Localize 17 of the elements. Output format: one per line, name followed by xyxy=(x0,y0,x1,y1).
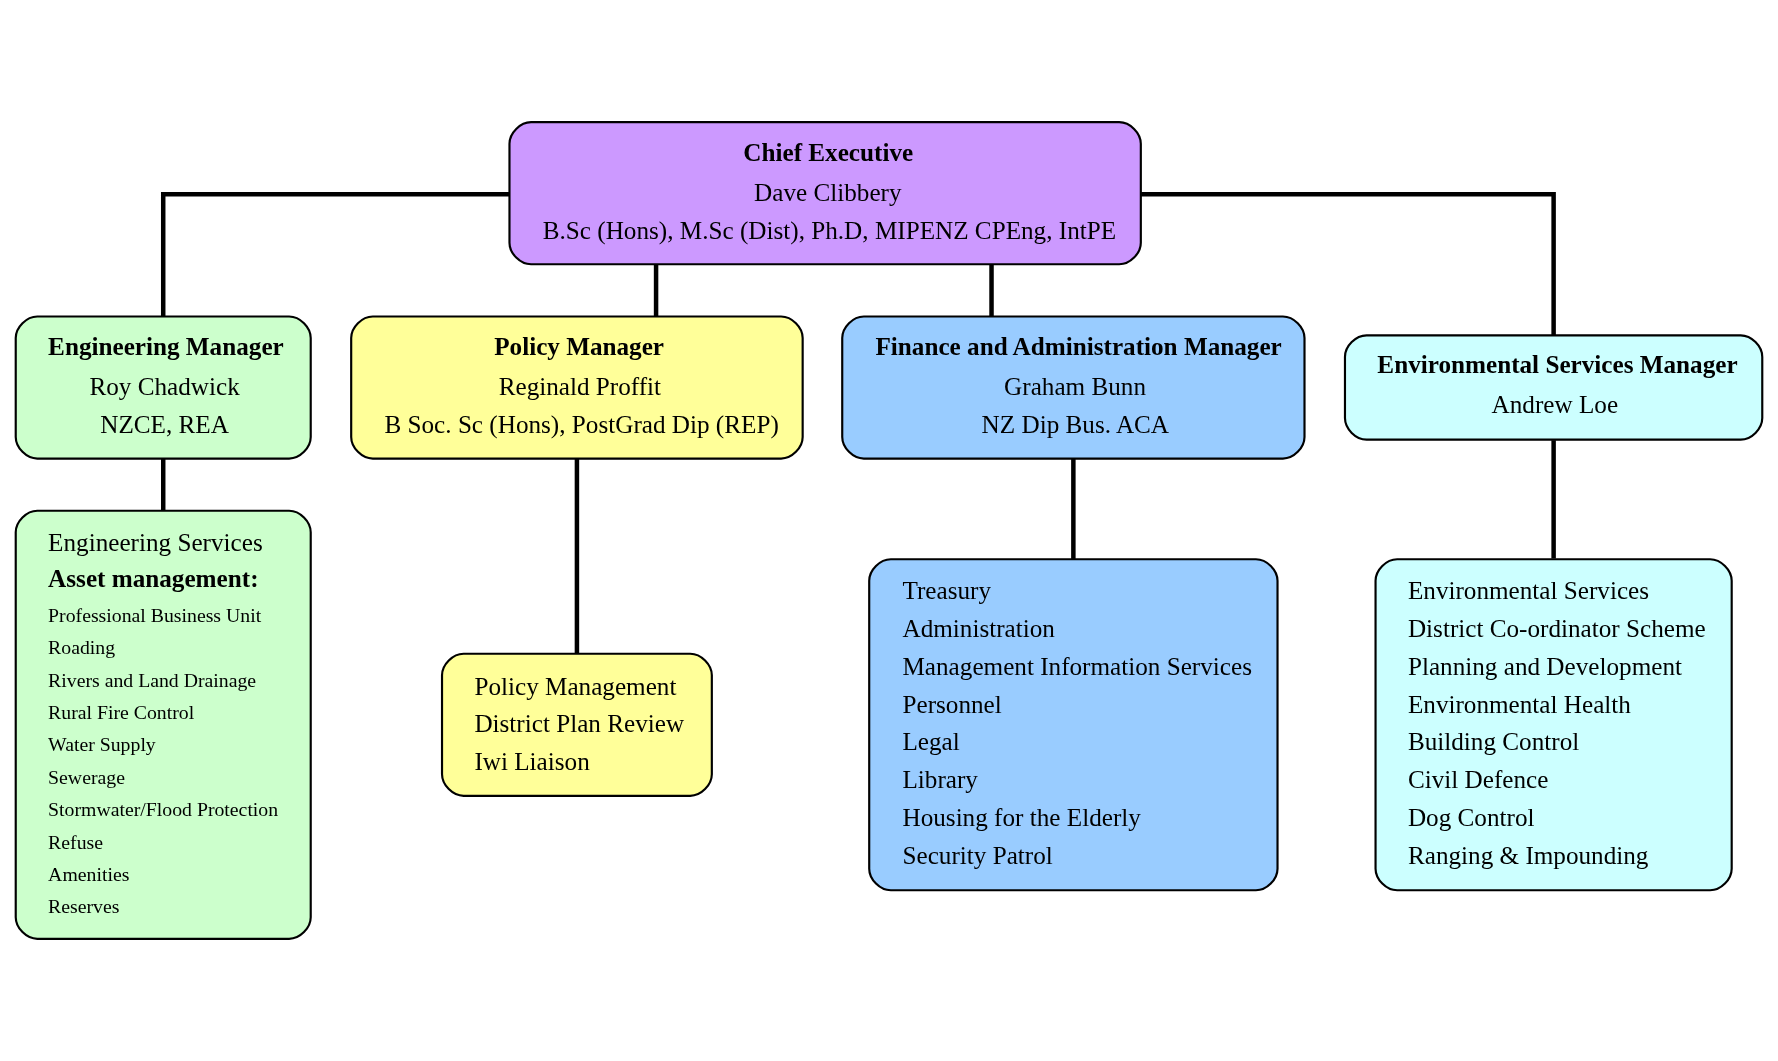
connector xyxy=(1071,459,1076,559)
node-box: Policy Manager Reginald Proffit B Soc. Sc (Hons), PostGrad Dip (REP) xyxy=(350,315,804,460)
node-box: Engineering Manager Roy Chadwick NZCE, REA xyxy=(14,315,312,460)
node-box: Environmental Services Manager Andrew Loe xyxy=(1343,334,1764,441)
node-box: Policy Management District Plan Review Iwi Liaison xyxy=(440,652,713,797)
connector xyxy=(653,264,659,317)
connector xyxy=(160,459,166,511)
node-box: Finance and Administration Manager Graham Bunn NZ Dip Bus. ACA xyxy=(841,315,1306,460)
connector xyxy=(574,459,580,654)
connector xyxy=(1140,191,1556,336)
connector xyxy=(989,264,994,317)
node-box: Engineering Services Asset management: Professional Business Unit Roading Rivers and Land Drainage Rural Fire Control Water Supply Sewerage Stormwater/Flood Protection Refuse Amenities Reserves xyxy=(14,509,312,940)
connector xyxy=(1551,440,1556,559)
node-box: Chief Executive Dave Clibbery B.Sc (Hons), M.Sc (Dist), Ph.D, MIPENZ CPEng, IntPE xyxy=(508,121,1142,266)
connector xyxy=(160,191,510,317)
node-box: Treasury Administration Management Information Services Personnel Legal Library Housing for the Elderly Security Patrol xyxy=(868,558,1279,892)
node-box: Environmental Services District Co-ordinator Scheme Planning and Development Environmental Health Building Control Civil Defence Dog Control Ranging & Impounding xyxy=(1374,558,1733,892)
